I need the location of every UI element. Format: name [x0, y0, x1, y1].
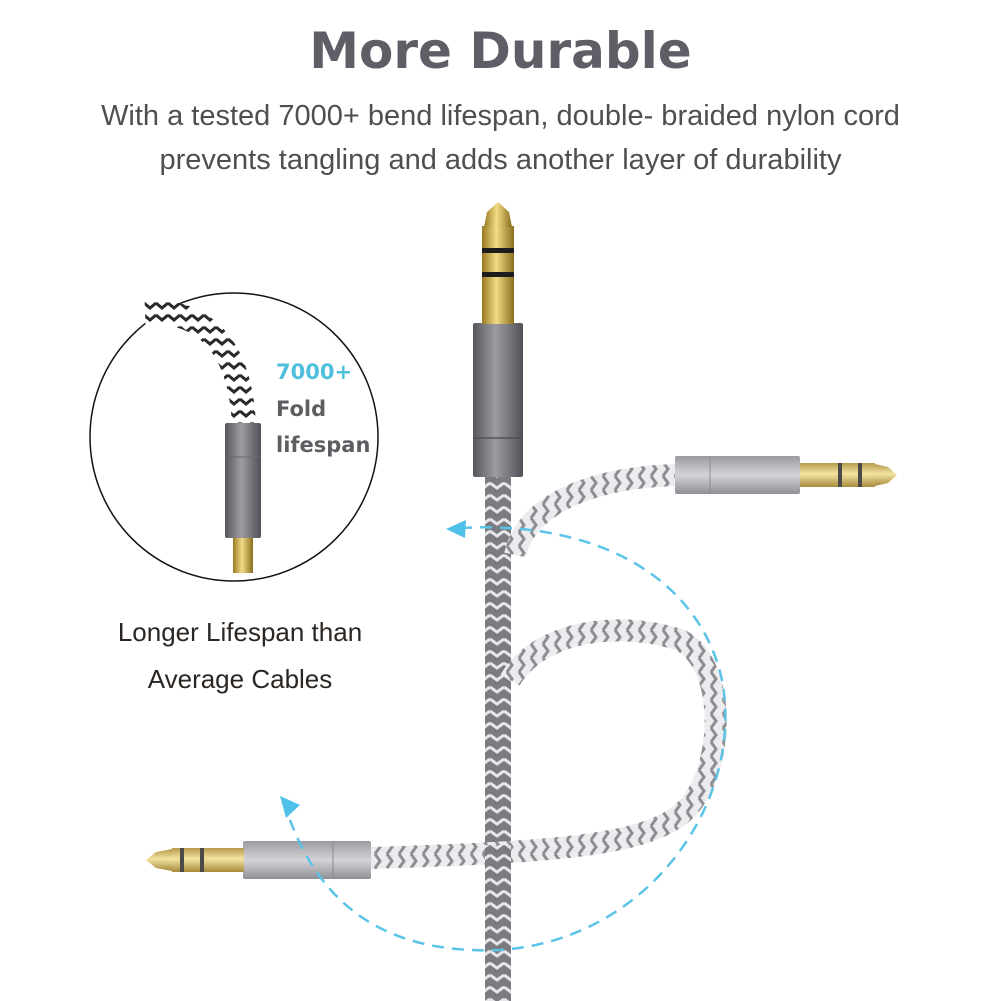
rotation-arc	[280, 520, 727, 952]
headline: More Durable	[309, 22, 692, 80]
callout-lifespan: lifespan	[276, 433, 371, 457]
lower-plug	[146, 841, 371, 879]
subtitle-line-2: prevents tangling and adds another layer…	[159, 144, 842, 176]
rotate-arrow-icon-top	[446, 520, 466, 538]
caption-line-2: Average Cables	[147, 664, 333, 694]
loop-cable	[369, 619, 727, 870]
callout-count: 7000+	[276, 360, 353, 384]
subtitle-line-1: With a tested 7000+ bend lifespan, doubl…	[101, 100, 900, 132]
vertical-cable	[473, 202, 523, 1001]
caption-line-1: Longer Lifespan than	[117, 617, 363, 647]
detail-zoom-circle	[89, 292, 379, 582]
upper-cable	[504, 456, 897, 558]
rotate-arrow-icon-bottom	[280, 796, 300, 818]
callout-fold: Fold	[276, 397, 327, 421]
